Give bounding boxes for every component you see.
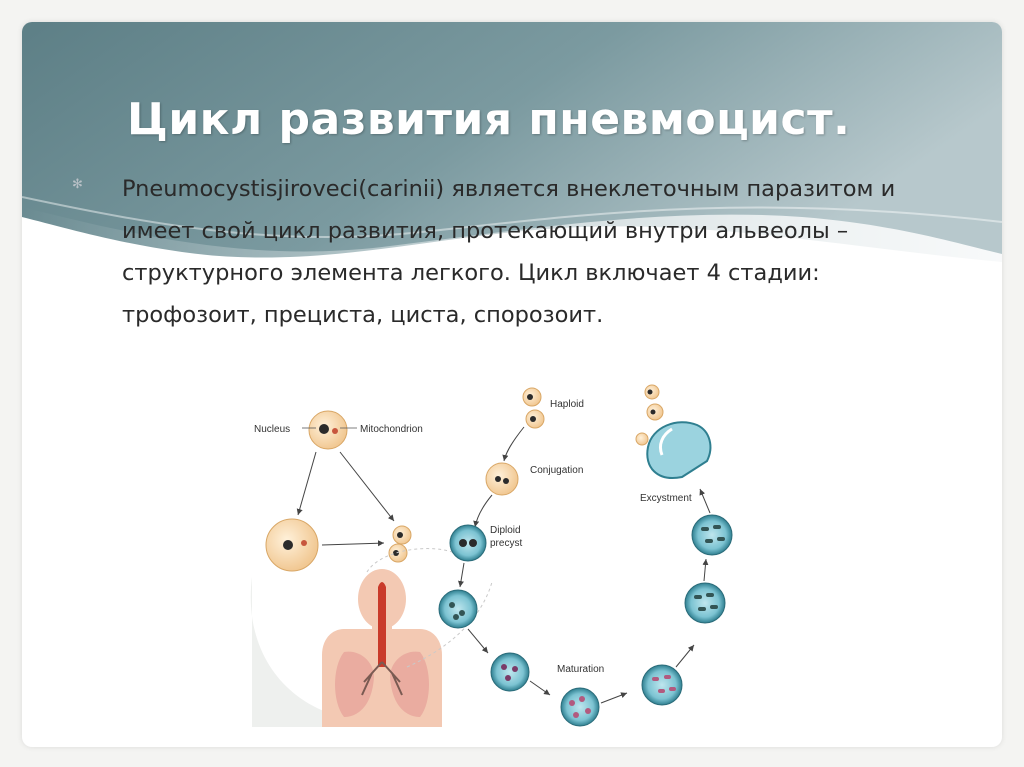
bullet-snowflake-icon: ✻ (72, 177, 83, 192)
cyst-stage: Excystment (635, 384, 733, 624)
label-conjugation: Conjugation (530, 465, 583, 476)
label-haploid: Haploid (550, 399, 584, 410)
label-mitochondrion: Mitochondrion (360, 424, 423, 435)
life-cycle-figure: Nucleus Mitochondrion (232, 377, 792, 727)
trophozoite-cycle: Nucleus Mitochondrion (254, 410, 423, 572)
human-lungs-illustration (322, 548, 493, 727)
label-nucleus: Nucleus (254, 424, 290, 435)
header-background (22, 22, 1002, 292)
bullet-text: Pneumocystisjiroveci(carinii) является в… (122, 176, 896, 328)
alveolus-shading (250, 577, 372, 727)
bullet-item: ✻ Pneumocystisjiroveci(carinii) является… (72, 168, 952, 336)
label-maturation: Maturation (557, 664, 604, 675)
slide-panel: Цикл развития пневмоцист. ✻ Pneumocystis… (22, 22, 1002, 747)
precyst-stage: Diploid precyst (438, 524, 551, 696)
label-precyst: precyst (490, 538, 522, 549)
label-diploid: Diploid (490, 525, 521, 536)
mitochondrion-dot (332, 428, 338, 434)
maturation-stage: Maturation (557, 644, 695, 727)
life-cycle-diagram: Nucleus Mitochondrion (250, 384, 733, 727)
slide-title: Цикл развития пневмоцист. (127, 94, 851, 145)
label-excystment: Excystment (640, 493, 692, 504)
conjugation-stage: Haploid Conjugation (473, 387, 584, 528)
nucleus-dot (319, 424, 329, 434)
